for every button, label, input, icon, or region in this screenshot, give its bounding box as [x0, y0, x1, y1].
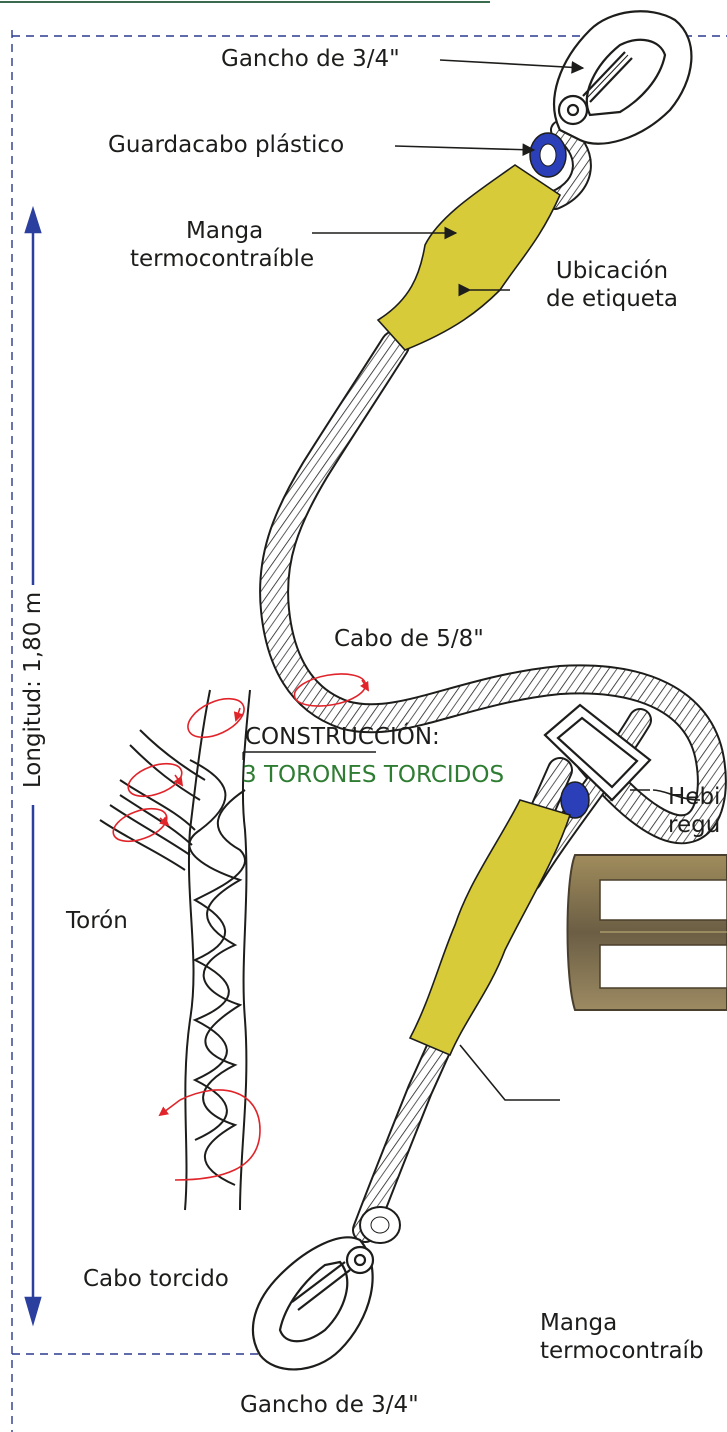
- top-heat-shrink-sleeve: [376, 164, 562, 351]
- top-snap-hook: [553, 10, 693, 145]
- label-buckle-line2: regu: [668, 811, 721, 838]
- middle-thimble: [560, 781, 590, 819]
- label-strand: Torón: [66, 908, 128, 934]
- label-tag-location: Ubicación de etiqueta: [522, 258, 702, 313]
- label-thimble: Guardacabo plástico: [108, 132, 345, 158]
- label-top-sleeve-line1: Manga: [186, 218, 264, 244]
- bottom-snap-hook: [251, 1236, 375, 1371]
- label-top-sleeve: Manga termocontraíble: [130, 218, 350, 273]
- label-buckle: Hebi regu: [668, 784, 720, 839]
- label-bottom-sleeve-line2: termocontraíb: [540, 1337, 704, 1364]
- label-rope: Cabo de 5/8": [334, 626, 484, 652]
- label-tag-line2: de etiqueta: [545, 285, 679, 312]
- length-dimension-arrows: [24, 205, 42, 1327]
- label-tag-line1: Ubicación: [555, 258, 669, 284]
- label-top-hook: Gancho de 3/4": [221, 46, 400, 72]
- label-twisted-rope: Cabo torcido: [83, 1266, 229, 1292]
- label-construction-detail: 3 TORONES TORCIDOS: [242, 762, 505, 788]
- leader-lines: [242, 59, 701, 1101]
- label-bottom-sleeve: Manga termocontraíb: [540, 1310, 727, 1365]
- label-bottom-hook: Gancho de 3/4": [240, 1392, 419, 1418]
- adjustment-buckle: [543, 703, 652, 802]
- twist-direction-arrows: [112, 673, 369, 1181]
- label-construction-title: CONSTRUCCIÓN:: [245, 724, 440, 750]
- twisted-rope-detail: [99, 689, 251, 1211]
- label-length: Longitud: 1,80 m: [20, 591, 47, 789]
- label-top-sleeve-line2: termocontraíble: [130, 245, 315, 272]
- label-buckle-line1: Hebi: [668, 784, 721, 810]
- buckle-photo: [566, 854, 727, 1011]
- bottom-heat-shrink-sleeve: [408, 799, 572, 1057]
- label-bottom-sleeve-line1: Manga: [540, 1310, 618, 1336]
